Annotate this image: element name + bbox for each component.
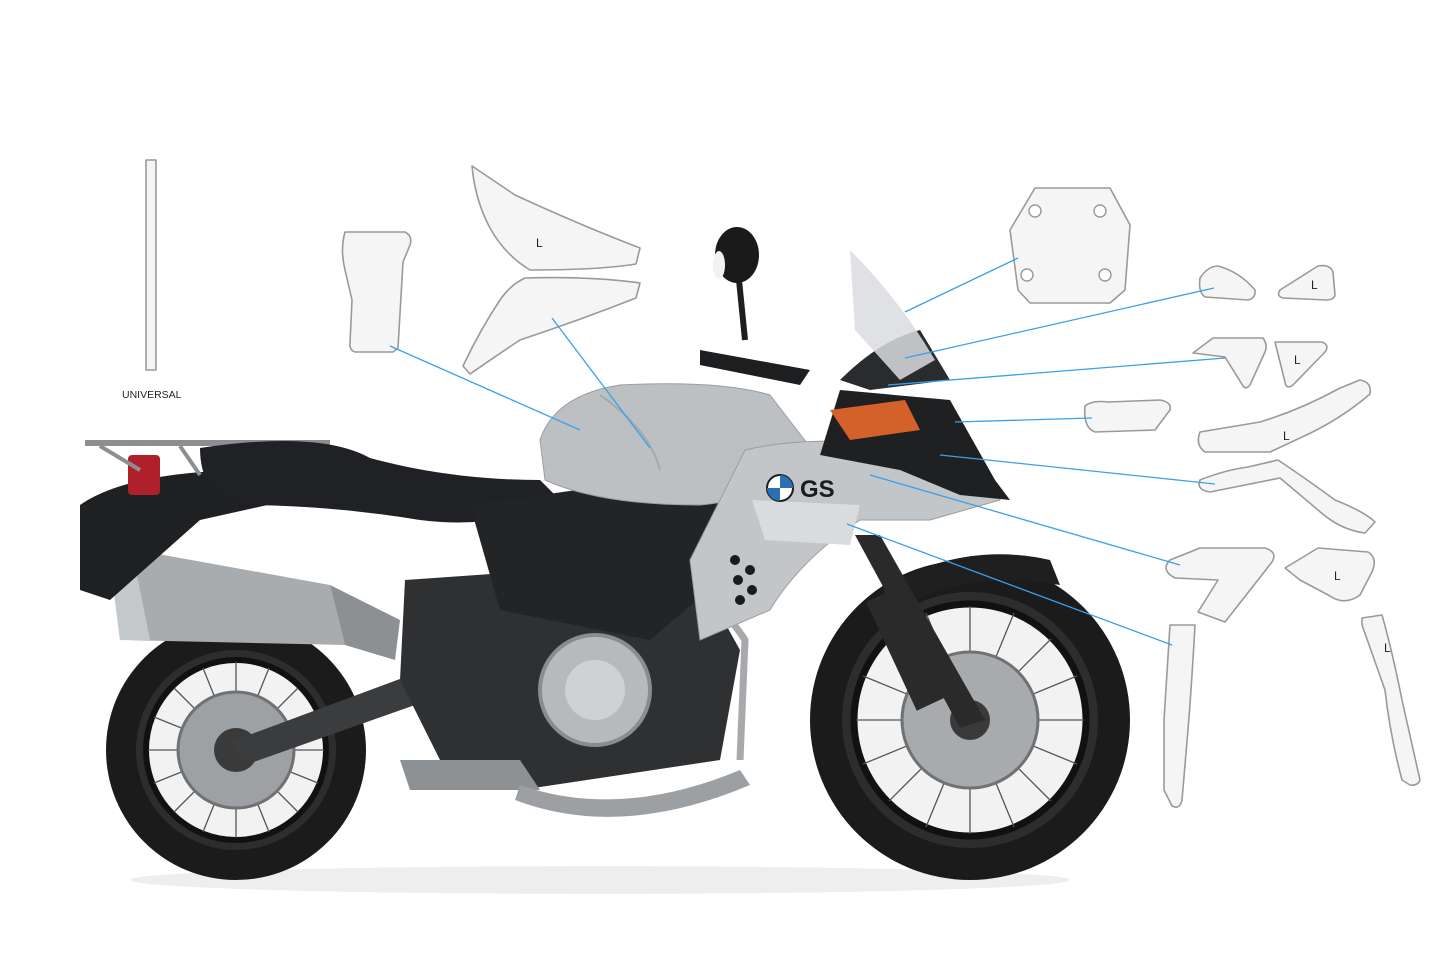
film-piece-fork-guard-left [1361, 614, 1421, 786]
film-piece-headlight-side [1083, 399, 1172, 433]
film-piece-fairing-upper-right [1192, 337, 1267, 389]
side-marker-l: L [1311, 278, 1318, 292]
film-piece-beak-right [1198, 265, 1256, 301]
film-piece-shroud-left [1284, 547, 1376, 602]
film-piece-shroud-right [1165, 547, 1275, 623]
film-piece-fork-guard-right [1163, 624, 1196, 808]
gs-badge-text: GS [800, 476, 835, 503]
film-piece-side-strip-right [1198, 459, 1376, 534]
gs-badge: GS [766, 474, 835, 503]
film-piece-tank-side-pad [341, 231, 412, 353]
film-piece-tank-knee-upper [471, 165, 641, 271]
side-marker-l: L [1294, 353, 1301, 367]
side-marker-l: L [1334, 569, 1341, 583]
windscreen [850, 250, 935, 380]
motorcycle-illustration: GS [80, 227, 1130, 894]
exhaust-muffler [108, 540, 400, 660]
film-piece-tank-knee-lower [462, 276, 641, 375]
film-piece-fairing-upper-left [1274, 341, 1328, 388]
film-pieces: L L L L L [341, 165, 1421, 808]
leader-lines [389, 257, 1226, 646]
side-marker-l: L [1384, 641, 1391, 655]
film-piece-side-strip-left [1197, 379, 1372, 453]
side-marker-l: L [1283, 429, 1290, 443]
film-piece-beak-left [1277, 264, 1336, 301]
side-marker-l: L [536, 236, 543, 250]
film-piece-windscreen [1009, 187, 1131, 304]
universal-strip-film: UNIVERSAL [122, 159, 182, 401]
universal-label: UNIVERSAL [122, 389, 182, 401]
